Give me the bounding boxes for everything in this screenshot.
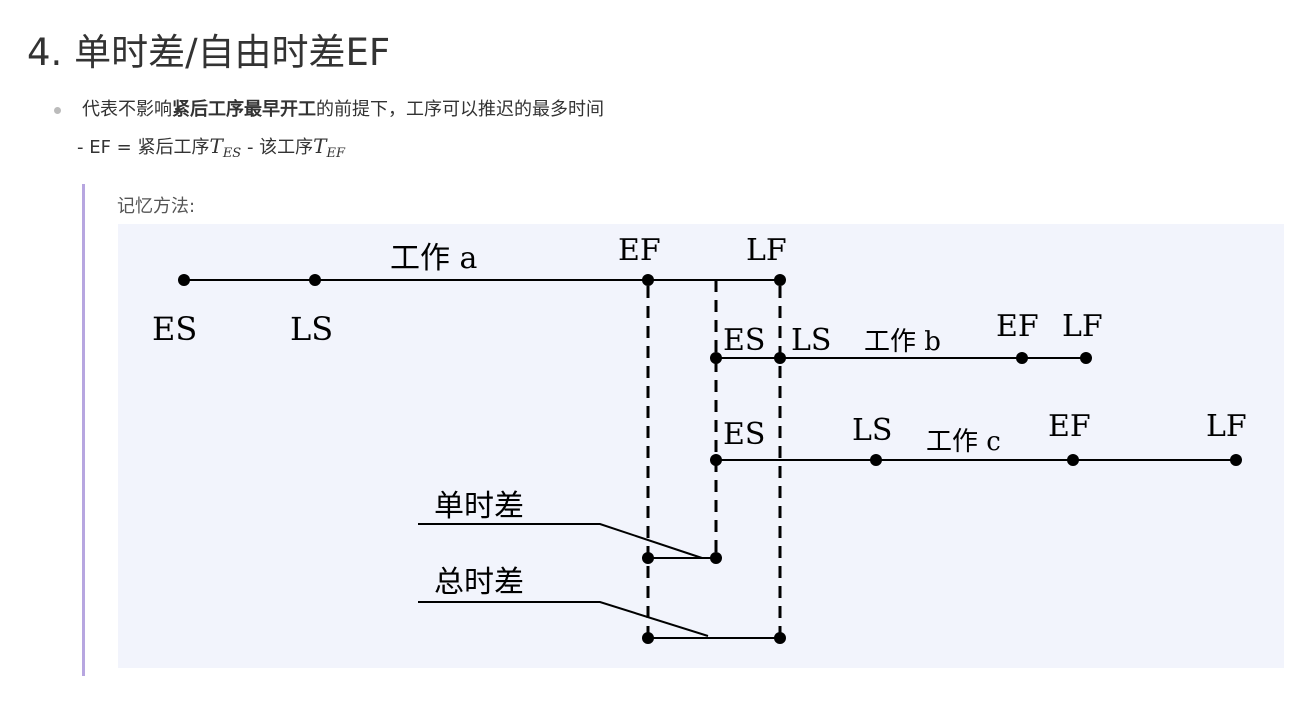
total-float-leader: [418, 601, 709, 637]
free-float-leader: [418, 523, 703, 559]
work-b-label: 工作 b: [864, 327, 941, 357]
blockquote-bar: [82, 184, 85, 676]
work-a-label: 工作 a: [390, 241, 478, 276]
work-b-lf-node: [1080, 352, 1092, 364]
work-b-es-node: [710, 352, 722, 364]
formula-var-2: T: [313, 134, 327, 158]
work-a-ef-node: [642, 274, 654, 286]
work-b-lf-label: LF: [1062, 309, 1103, 344]
work-a-ef-label: EF: [618, 233, 661, 268]
work-c-es-label: ES: [723, 417, 765, 452]
free-float-label: 单时差: [434, 489, 524, 524]
bullet-suffix: 的前提下，工序可以推迟的最多时间: [316, 99, 604, 120]
bullet-bold: 紧后工序最早开工: [172, 99, 316, 120]
bullet-dot: [54, 107, 61, 114]
work-b-ls-label: LS: [791, 323, 831, 358]
work-a-es-label: ES: [152, 310, 197, 348]
section-heading: 4. 单时差/自由时差EF: [27, 31, 391, 74]
blockquote-label: 记忆方法:: [117, 196, 196, 217]
work-c-ef-label: EF: [1048, 409, 1091, 444]
formula-line: - EF = 紧后工序TES - 该工序TEF: [77, 133, 345, 167]
work-a-lf-node: [774, 274, 786, 286]
work-c-ef-node: [1067, 454, 1079, 466]
work-b-ef-node: [1016, 352, 1028, 364]
float-diagram-svg: 工作 a EF LF ES LS ES LS 工作 b EF LF ES LS …: [152, 233, 1247, 644]
work-a-es-node: [178, 274, 190, 286]
total-float-end-node: [774, 632, 786, 644]
work-c-label: 工作 c: [926, 427, 1001, 457]
total-float-label: 总时差: [434, 565, 524, 600]
work-b-ef-label: EF: [996, 309, 1039, 344]
float-diagram: 工作 a EF LF ES LS ES LS 工作 b EF LF ES LS …: [118, 224, 1284, 668]
work-c-lf-label: LF: [1206, 409, 1247, 444]
work-c-lf-node: [1230, 454, 1242, 466]
work-b-ls-node: [774, 352, 786, 364]
total-float-start-node: [642, 632, 654, 644]
work-b-es-label: ES: [723, 323, 765, 358]
work-a-ls-label: LS: [290, 310, 333, 348]
bullet-prefix: 代表不影响: [82, 99, 172, 120]
formula-lhs: - EF = 紧后工序: [77, 137, 210, 158]
formula-var-1: T: [209, 134, 223, 158]
work-c-ls-node: [870, 454, 882, 466]
formula-mid: - 该工序: [241, 137, 314, 158]
work-c-ls-label: LS: [852, 413, 892, 448]
free-float-start-node: [642, 552, 654, 564]
free-float-end-node: [710, 552, 722, 564]
work-a-lf-label: LF: [746, 233, 787, 268]
work-a-ls-node: [309, 274, 321, 286]
bullet-text: 代表不影响紧后工序最早开工的前提下，工序可以推迟的最多时间: [82, 97, 604, 123]
work-c-es-node: [710, 454, 722, 466]
formula-sub-1: ES: [222, 146, 242, 161]
formula-sub-2: EF: [326, 146, 346, 161]
